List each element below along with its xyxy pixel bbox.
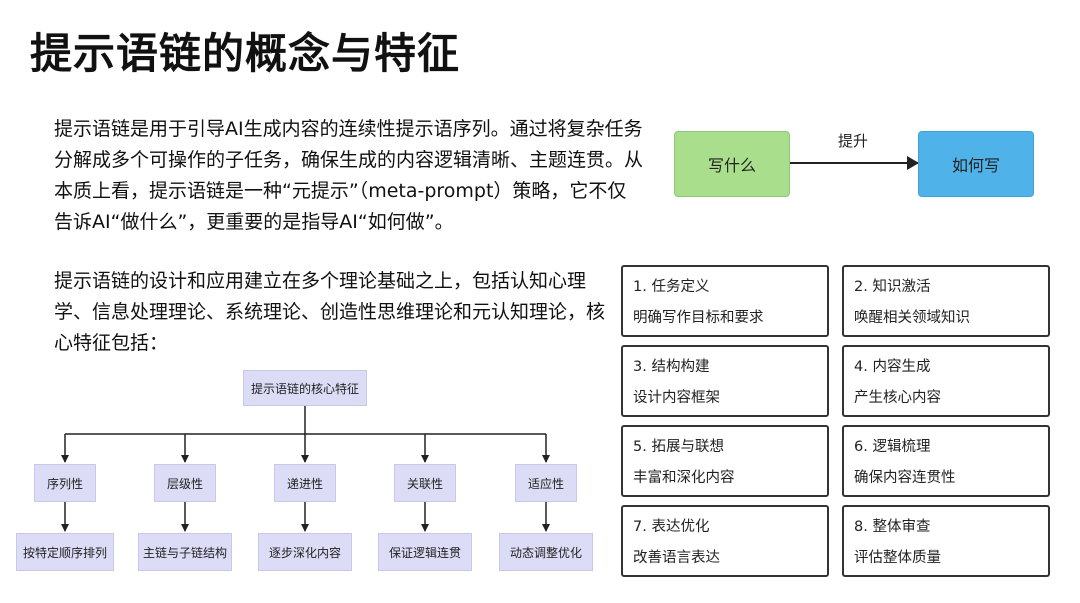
tree-leaf-node: 保证逻辑连贯: [378, 533, 472, 571]
feature-desc: 确保内容连贯性: [854, 470, 956, 486]
feature-desc: 产生核心内容: [854, 390, 941, 406]
intro-paragraph: 提示语链是用于引导AI生成内容的连续性提示语序列。通过将复杂任务分解成多个可操作…: [54, 118, 644, 233]
feature-title: 4. 内容生成: [854, 359, 931, 375]
feature-desc: 设计内容框架: [633, 390, 720, 406]
tree-leaf-node: 主链与子链结构: [138, 533, 232, 571]
feature-desc: 改善语言表达: [633, 550, 720, 566]
feature-desc: 唤醒相关领域知识: [854, 310, 970, 326]
tree-leaf-node: 动态调整优化: [499, 533, 593, 571]
flow-arrow-label: 提升: [838, 132, 869, 150]
tree-branch-node: 层级性: [154, 464, 216, 502]
feature-title: 7. 表达优化: [633, 519, 710, 535]
feature-title: 1. 任务定义: [633, 279, 710, 295]
flow-node-what: 写什么: [674, 131, 790, 197]
feature-title: 3. 结构构建: [633, 359, 710, 375]
tree-leaf-node: 按特定顺序排列: [16, 533, 114, 571]
flow-node-how: 如何写: [918, 131, 1034, 197]
tree-branch-node: 关联性: [394, 464, 456, 502]
theory-paragraph: 提示语链的设计和应用建立在多个理论基础之上，包括认知心理学、信息处理理论、系统理…: [54, 270, 606, 354]
tree-connectors: [61, 406, 550, 532]
feature-desc: 丰富和深化内容: [633, 470, 735, 486]
feature-card: 7. 表达优化 改善语言表达: [621, 505, 829, 577]
tree-leaf-node: 逐步深化内容: [258, 533, 352, 571]
tree-branch-node: 递进性: [274, 464, 336, 502]
feature-card: 4. 内容生成 产生核心内容: [842, 345, 1050, 417]
feature-card: 2. 知识激活 唤醒相关领域知识: [842, 265, 1050, 337]
tree-branch-node: 序列性: [34, 464, 96, 502]
feature-card: 3. 结构构建 设计内容框架: [621, 345, 829, 417]
feature-desc: 明确写作目标和要求: [633, 310, 764, 326]
feature-card: 5. 拓展与联想 丰富和深化内容: [621, 425, 829, 497]
tree-branch-node: 适应性: [515, 464, 577, 502]
page-title: 提示语链的概念与特征: [30, 29, 461, 78]
feature-card: 8. 整体审查 评估整体质量: [842, 505, 1050, 577]
flow-arrow: [790, 156, 919, 170]
tree-root-node: 提示语链的核心特征: [243, 370, 367, 406]
feature-card: 1. 任务定义 明确写作目标和要求: [621, 265, 829, 337]
feature-desc: 评估整体质量: [854, 550, 941, 566]
feature-card: 6. 逻辑梳理 确保内容连贯性: [842, 425, 1050, 497]
feature-title: 5. 拓展与联想: [633, 439, 724, 455]
feature-title: 2. 知识激活: [854, 279, 931, 295]
feature-title: 6. 逻辑梳理: [854, 439, 931, 455]
feature-title: 8. 整体审查: [854, 519, 931, 535]
